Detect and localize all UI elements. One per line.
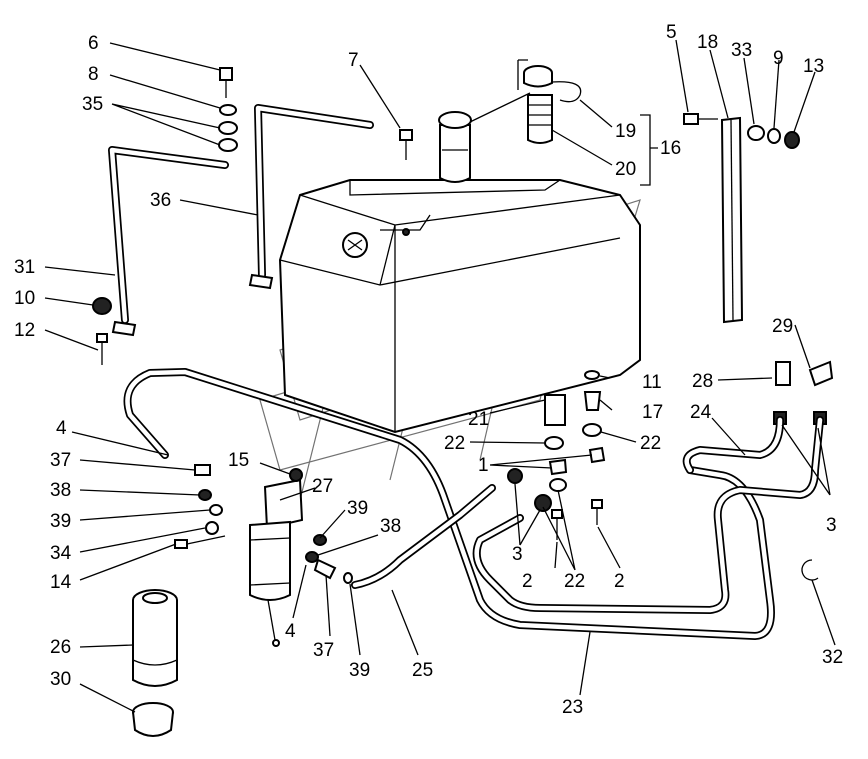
- fuel-tank: [278, 179, 641, 434]
- callout-39-b: 39: [347, 498, 368, 519]
- callout-22-c: 22: [564, 571, 585, 592]
- callout-7: 7: [348, 50, 359, 71]
- callout-34: 34: [50, 543, 72, 564]
- callout-2-b: 2: [614, 571, 625, 592]
- callout-30: 30: [50, 669, 71, 690]
- callout-13: 13: [803, 56, 824, 77]
- callout-labels: 6 8 35 7 36 31 10 12 5 18 33 9 13 19 16 …: [14, 22, 843, 718]
- callout-27: 27: [312, 476, 333, 497]
- callout-17: 17: [642, 402, 663, 423]
- fuel-lines: [123, 368, 824, 640]
- callout-3-b: 3: [826, 515, 837, 536]
- callout-22-b: 22: [640, 433, 661, 454]
- cap-and-strainer: [523, 65, 582, 144]
- callout-8: 8: [88, 64, 99, 85]
- callout-6: 6: [88, 33, 99, 54]
- callout-35: 35: [82, 94, 103, 115]
- callout-12: 12: [14, 320, 35, 341]
- filter-element-and-bowl: [132, 589, 178, 737]
- filler-neck: [438, 111, 472, 183]
- callout-33: 33: [731, 40, 752, 61]
- callout-20: 20: [615, 159, 636, 180]
- callout-24: 24: [690, 402, 712, 423]
- callout-28: 28: [692, 371, 713, 392]
- callout-25: 25: [412, 660, 433, 681]
- callout-4-b: 4: [285, 621, 296, 642]
- callout-21: 21: [468, 409, 489, 430]
- callout-5: 5: [666, 22, 677, 43]
- callout-39-c: 39: [349, 660, 370, 681]
- callout-32: 32: [822, 647, 843, 668]
- callout-14: 14: [50, 572, 72, 593]
- callout-1: 1: [478, 455, 489, 476]
- callout-39-a: 39: [50, 511, 71, 532]
- callout-2-a: 2: [522, 571, 533, 592]
- callout-22-a: 22: [444, 433, 465, 454]
- callout-38-b: 38: [380, 516, 401, 537]
- bracket-36: [248, 104, 374, 290]
- callout-36: 36: [150, 190, 171, 211]
- leader-lines: [44, 39, 836, 713]
- callout-37-a: 37: [50, 450, 71, 471]
- fuel-filter-assembly: [174, 464, 353, 647]
- callout-31: 31: [14, 257, 35, 278]
- callout-10: 10: [14, 288, 35, 309]
- callout-3-a: 3: [512, 544, 523, 565]
- callout-29: 29: [772, 316, 793, 337]
- callout-9: 9: [773, 48, 784, 69]
- strap-18: [720, 116, 744, 324]
- callout-26: 26: [50, 637, 71, 658]
- callout-19: 19: [615, 121, 636, 142]
- bracket-31: [108, 146, 229, 337]
- callout-4-a: 4: [56, 418, 67, 439]
- callout-37-b: 37: [313, 640, 334, 661]
- callout-38-a: 38: [50, 480, 71, 501]
- callout-16: 16: [660, 138, 681, 159]
- callout-15: 15: [228, 450, 249, 471]
- callout-11: 11: [642, 372, 662, 393]
- hardware: [92, 67, 834, 581]
- callout-18: 18: [697, 32, 718, 53]
- callout-23: 23: [562, 697, 583, 718]
